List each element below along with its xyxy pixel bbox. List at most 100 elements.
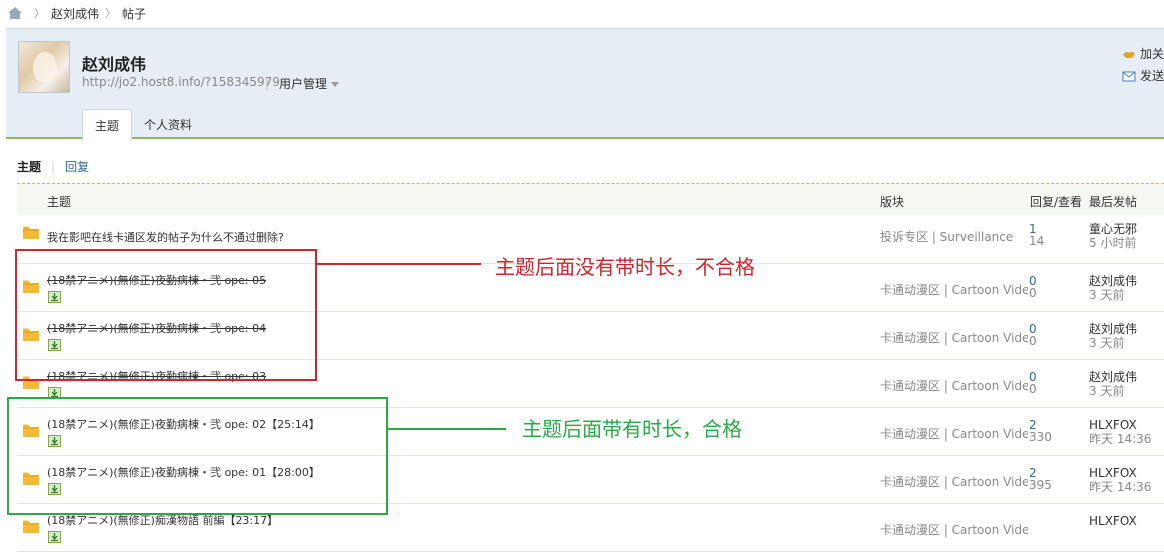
reply-count[interactable]: 0: [1029, 322, 1037, 336]
header-stats: 回复/查看: [1030, 195, 1083, 209]
folder-icon: [23, 472, 39, 485]
folder-icon: [23, 280, 39, 293]
view-count: 330: [1029, 430, 1052, 444]
header-topic: 主题: [47, 195, 72, 209]
divider: |: [51, 159, 56, 174]
profile-tabs: 主题 个人资料: [82, 109, 204, 141]
annotation-line-pass: [388, 428, 506, 430]
user-name[interactable]: 赵刘成伟: [82, 55, 147, 74]
tab-profile[interactable]: 个人资料: [144, 118, 193, 132]
view-count: 0: [1029, 382, 1037, 396]
forum-link[interactable]: 卡通动漫区 | Cartoon Video: [880, 523, 1028, 537]
annotation-box-fail: [15, 249, 317, 381]
last-post-user[interactable]: HLXFOX: [1089, 466, 1137, 480]
reply-view-stats: 0 0: [1029, 323, 1037, 347]
tab-topics[interactable]: 主题: [82, 109, 133, 141]
attachment-icon: [48, 339, 61, 351]
last-post-user[interactable]: 赵刘成伟: [1089, 322, 1138, 336]
breadcrumb-separator: 〉: [105, 7, 117, 20]
attachment-icon: [48, 483, 61, 495]
forum-link[interactable]: 卡通动漫区 | Cartoon Video: [880, 331, 1028, 345]
table-row: (18禁アニメ)(無修正)夜勤病棟・弐 ope: 05 卡通动漫区 | Cart…: [17, 264, 1164, 312]
profile-actions: 加关注 发送消息: [1122, 43, 1164, 87]
breadcrumb-user[interactable]: 赵刘成伟: [51, 6, 100, 21]
reply-view-stats: 2 330: [1029, 419, 1052, 443]
last-post-time: 5 小时前: [1089, 236, 1137, 250]
last-post-user[interactable]: 童心无邪: [1089, 222, 1138, 236]
table-header: 主题 版块 回复/查看 最后发帖: [17, 183, 1164, 215]
last-post-user[interactable]: HLXFOX: [1089, 418, 1137, 432]
folder-icon: [23, 520, 39, 533]
home-icon[interactable]: [8, 7, 22, 19]
user-manage-dropdown[interactable]: 用户管理: [279, 75, 340, 92]
last-post-user[interactable]: 赵刘成伟: [1089, 370, 1138, 384]
attachment-icon: [48, 435, 61, 447]
reply-count[interactable]: 2: [1029, 466, 1037, 480]
last-post: HLXFOX 昨天 14:36: [1089, 418, 1151, 446]
subtab-topics[interactable]: 主题: [17, 160, 42, 174]
user-manage-label: 用户管理: [279, 77, 328, 91]
table-row: (18禁アニメ)(無修正)夜勤病棟・弐 ope: 01【28:00】 卡通动漫区…: [17, 456, 1164, 504]
forum-link[interactable]: 投诉专区 | Surveillance: [880, 230, 1014, 244]
last-post: 童心无邪 5 小时前: [1089, 222, 1137, 250]
last-post: 赵刘成伟 3 天前: [1089, 274, 1137, 302]
topic-title[interactable]: (18禁アニメ)(無修正)夜勤病棟・弐 ope: 01【28:00】: [47, 466, 320, 479]
annotation-box-pass: [7, 397, 388, 515]
topic-title[interactable]: (18禁アニメ)(無修正)夜勤病棟・弐 ope: 04: [47, 322, 267, 335]
subtabs: 主题 | 回复: [17, 158, 89, 175]
table-row: (18禁アニメ)(無修正)夜勤病棟・弐 ope: 04 卡通动漫区 | Cart…: [17, 312, 1164, 360]
table-row: (18禁アニメ)(無修正)夜勤病棟・弐 ope: 02【25:14】 卡通动漫区…: [17, 408, 1164, 456]
avatar[interactable]: [18, 41, 70, 93]
last-post-time: 昨天 14:36: [1089, 432, 1152, 446]
header-forum: 版块: [880, 195, 905, 209]
reply-view-stats: 0 0: [1029, 275, 1037, 299]
divider: |: [265, 76, 270, 90]
view-count: 395: [1029, 478, 1052, 492]
last-post: HLXFOX: [1089, 514, 1137, 528]
forum-link[interactable]: 卡通动漫区 | Cartoon Video: [880, 427, 1028, 441]
last-post: 赵刘成伟 3 天前: [1089, 322, 1137, 350]
annotation-line-fail: [317, 263, 481, 265]
breadcrumb: 〉 赵刘成伟 〉 帖子: [0, 0, 1164, 26]
mail-icon: [1122, 71, 1136, 82]
profile-header: 赵刘成伟 http://jo2.host8.info/?158345979 | …: [6, 28, 1164, 141]
folder-icon: [23, 328, 39, 341]
last-post: HLXFOX 昨天 14:36: [1089, 466, 1151, 494]
folder-icon: [23, 226, 39, 239]
header-last: 最后发帖: [1089, 195, 1138, 209]
view-count: 14: [1029, 234, 1045, 248]
reply-count[interactable]: 0: [1029, 370, 1037, 384]
forum-link[interactable]: 卡通动漫区 | Cartoon Video: [880, 379, 1028, 393]
last-post-time: 昨天 14:36: [1089, 480, 1152, 494]
breadcrumb-separator: 〉: [34, 7, 45, 20]
topic-title[interactable]: 我在影吧在线卡通区发的帖子为什么不通过删除?: [47, 231, 284, 244]
user-url[interactable]: http://jo2.host8.info/?158345979: [82, 75, 280, 89]
table-row: 我在影吧在线卡通区发的帖子为什么不通过删除? 投诉专区 | Surveillan…: [17, 216, 1164, 264]
reply-view-stats: 2 395: [1029, 467, 1052, 491]
breadcrumb-posts[interactable]: 帖子: [122, 6, 147, 21]
folder-icon: [23, 424, 39, 437]
last-post-user[interactable]: HLXFOX: [1089, 514, 1137, 528]
topic-title[interactable]: (18禁アニメ)(無修正)夜勤病棟・弐 ope: 02【25:14】: [47, 418, 320, 431]
last-post-user[interactable]: 赵刘成伟: [1089, 274, 1138, 288]
forum-link[interactable]: 卡通动漫区 | Cartoon Video: [880, 283, 1028, 297]
send-message-label: 发送消息: [1140, 69, 1164, 83]
reply-count[interactable]: 2: [1029, 418, 1037, 432]
last-post-time: 3 天前: [1089, 288, 1125, 302]
topic-title[interactable]: (18禁アニメ)(無修正)夜勤病棟・弐 ope: 05: [47, 274, 267, 287]
last-post-time: 3 天前: [1089, 384, 1125, 398]
annotation-note-pass: 主题后面带有时长，合格: [522, 417, 742, 441]
send-message-button[interactable]: 发送消息: [1122, 65, 1164, 87]
reply-count[interactable]: 1: [1029, 222, 1037, 236]
follow-icon: [1123, 51, 1135, 58]
follow-button[interactable]: 加关注: [1122, 43, 1164, 65]
forum-link[interactable]: 卡通动漫区 | Cartoon Video: [880, 475, 1028, 489]
last-post: 赵刘成伟 3 天前: [1089, 370, 1137, 398]
attachment-icon: [48, 531, 61, 543]
annotation-note-fail: 主题后面没有带时长，不合格: [495, 255, 755, 279]
attachment-icon: [48, 291, 61, 303]
view-count: 0: [1029, 286, 1037, 300]
subtab-replies[interactable]: 回复: [65, 160, 90, 174]
reply-count[interactable]: 0: [1029, 274, 1037, 288]
reply-view-stats: 0 0: [1029, 371, 1037, 395]
